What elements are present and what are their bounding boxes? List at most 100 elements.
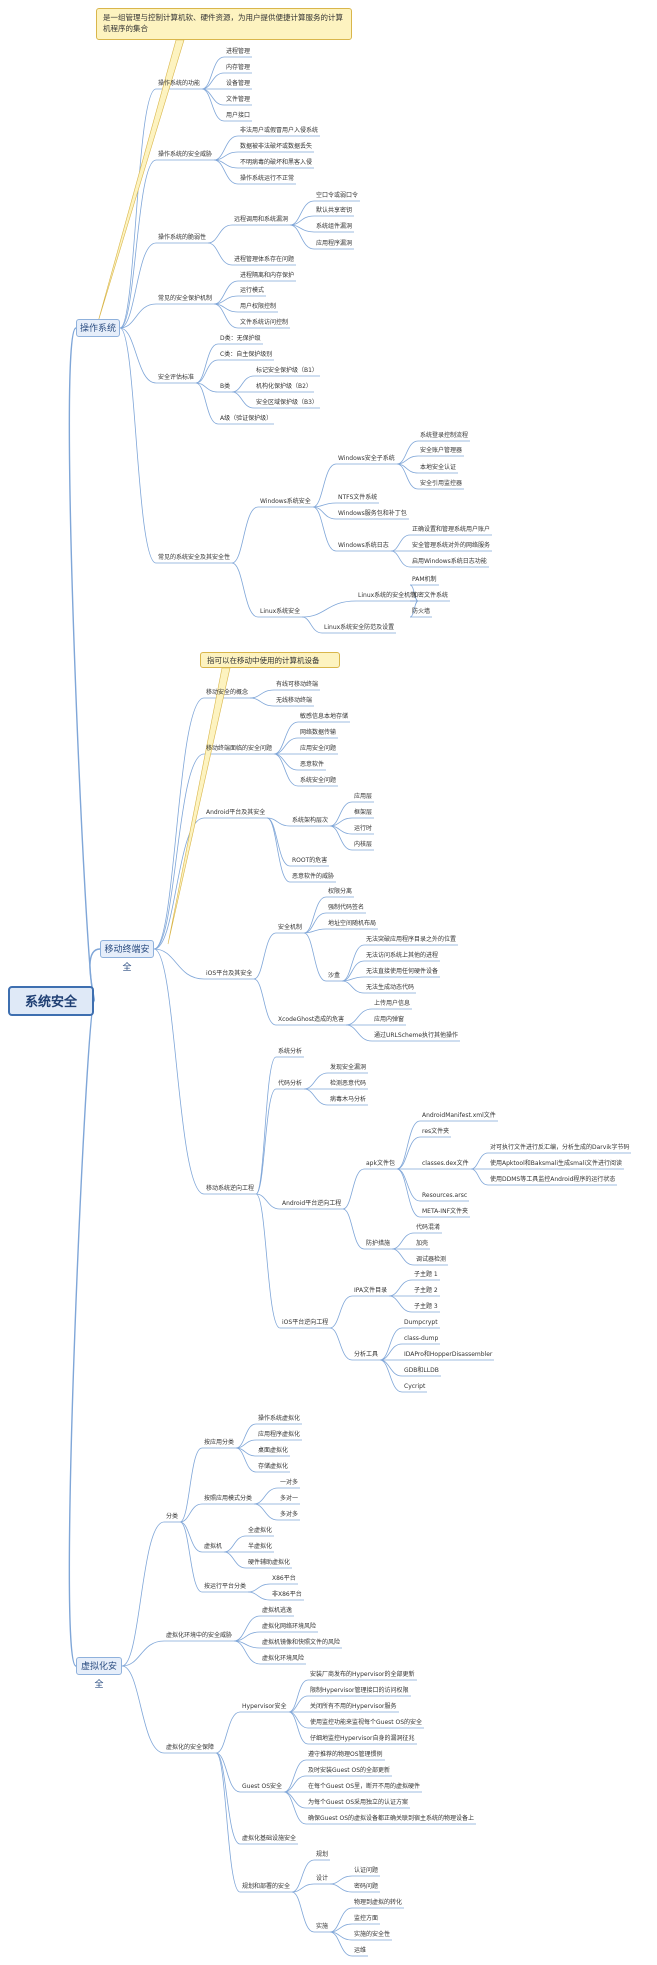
node-m19[interactable]: 安全机制 [278, 924, 303, 931]
node-m42[interactable]: classes.dex文件 [422, 1160, 469, 1167]
node-n12[interactable]: 操作系统的脆弱性 [158, 234, 207, 241]
node-m20[interactable]: 权限分离 [328, 888, 353, 895]
node-n14[interactable]: 空口令或弱口令 [316, 192, 359, 199]
node-v2[interactable]: 按应用分类 [204, 1439, 235, 1446]
main-node-mobile[interactable]: 移动终端安全 [100, 940, 154, 973]
node-m58[interactable]: Dumpcrypt [404, 1319, 438, 1326]
node-m38[interactable]: Android平台逆向工程 [282, 1200, 342, 1207]
node-m50[interactable]: 加壳 [416, 1240, 429, 1247]
node-n18[interactable]: 进程管理体系存在问题 [234, 256, 295, 263]
node-n2[interactable]: 进程管理 [226, 48, 251, 55]
node-v6[interactable]: 存储虚拟化 [258, 1463, 289, 1470]
node-v45[interactable]: 实施的安全性 [354, 1931, 391, 1938]
node-v11[interactable]: 虚拟机 [204, 1543, 223, 1550]
node-n31[interactable]: A级（验证保护级） [220, 415, 273, 422]
node-m10[interactable]: Android平台及其安全 [206, 809, 266, 816]
node-v17[interactable]: 非X86平台 [272, 1591, 302, 1598]
node-m13[interactable]: 框架层 [354, 809, 373, 816]
node-n19[interactable]: 常见的安全保护机制 [158, 295, 213, 302]
node-m55[interactable]: 子主题 2 [414, 1287, 438, 1294]
node-n25[interactable]: D类：无保护级 [220, 335, 261, 342]
node-n30[interactable]: 安全区域保护级（B3） [256, 399, 318, 406]
node-m51[interactable]: 调试器检测 [416, 1256, 447, 1263]
node-n3[interactable]: 内存管理 [226, 64, 251, 71]
node-m33[interactable]: 系统分析 [278, 1048, 303, 1055]
node-v43[interactable]: 物理到虚拟的转化 [354, 1899, 403, 1906]
node-m1[interactable]: 移动安全的概念 [206, 689, 249, 696]
node-v22[interactable]: 虚拟化环境风险 [262, 1655, 305, 1662]
node-n21[interactable]: 运行模式 [240, 287, 265, 294]
node-n7[interactable]: 操作系统的安全威胁 [158, 151, 213, 158]
node-m45[interactable]: 使用DDMS等工具监控Android程序的运行状态 [490, 1176, 616, 1183]
node-m61[interactable]: GDB和LLDB [404, 1367, 439, 1374]
node-n34[interactable]: Windows安全子系统 [338, 455, 395, 462]
node-m52[interactable]: iOS平台逆向工程 [282, 1319, 329, 1326]
node-v5[interactable]: 桌面虚拟化 [258, 1447, 289, 1454]
node-v35[interactable]: 确保Guest OS的虚拟设备都正确关联到宿主系统的物理设备上 [308, 1815, 475, 1822]
node-m21[interactable]: 强制代码签名 [328, 904, 365, 911]
node-n41[interactable]: Windows系统日志 [338, 542, 389, 549]
node-m11[interactable]: 系统架构层次 [292, 817, 329, 824]
node-v34[interactable]: 为每个Guest OS采用独立的认证方案 [308, 1799, 409, 1806]
node-v30[interactable]: Guest OS安全 [242, 1783, 283, 1790]
node-m24[interactable]: 无法突破应用程序目录之外的位置 [366, 936, 457, 943]
node-n44[interactable]: 启用Windows系统日志功能 [412, 558, 487, 565]
node-v36[interactable]: 虚拟化基础设施安全 [242, 1835, 297, 1842]
node-n40[interactable]: Windows服务包和补丁包 [338, 510, 407, 517]
node-n29[interactable]: 机构化保护级（B2） [256, 383, 312, 390]
node-m46[interactable]: Resources.arsc [422, 1192, 468, 1199]
root-node[interactable]: 系统安全 [8, 986, 94, 1016]
node-v18[interactable]: 虚拟化环境中的安全威胁 [166, 1632, 233, 1639]
node-n26[interactable]: C类：自主保护级别 [220, 351, 273, 358]
node-m6[interactable]: 网络数据传输 [300, 729, 337, 736]
node-m18[interactable]: iOS平台及其安全 [206, 970, 253, 977]
node-n20[interactable]: 进程隔离和内存保护 [240, 272, 295, 279]
node-n38[interactable]: 安全引用监控器 [420, 480, 463, 487]
node-m25[interactable]: 无法访问系统上其他的进程 [366, 952, 439, 959]
node-v37[interactable]: 规划和部署的安全 [242, 1883, 291, 1890]
node-v21[interactable]: 虚拟机镜像和快照文件的风险 [262, 1639, 341, 1646]
node-n24[interactable]: 安全评估标准 [158, 374, 195, 381]
node-v24[interactable]: Hypervisor安全 [242, 1703, 287, 1710]
node-v32[interactable]: 及时安装Guest OS的全部更新 [308, 1767, 391, 1774]
node-m37[interactable]: 病毒木马分析 [330, 1096, 367, 1103]
node-m14[interactable]: 运行时 [354, 825, 373, 832]
node-m56[interactable]: 子主题 3 [414, 1303, 438, 1310]
node-n43[interactable]: 安全管理系统对外的网络服务 [412, 542, 491, 549]
node-m35[interactable]: 发现安全漏洞 [330, 1064, 367, 1071]
node-v31[interactable]: 遵守推荐的物理OS管理惯例 [308, 1751, 383, 1758]
node-n10[interactable]: 不明病毒的破坏和黑客入侵 [240, 159, 313, 166]
node-m49[interactable]: 代码混淆 [416, 1224, 441, 1231]
node-m62[interactable]: Cycript [404, 1383, 426, 1390]
node-v8[interactable]: 一对多 [280, 1479, 299, 1486]
node-m7[interactable]: 应用安全问题 [300, 745, 337, 752]
node-n5[interactable]: 文件管理 [226, 96, 251, 103]
node-v27[interactable]: 关闭所有不用的Hypervisor服务 [310, 1703, 397, 1710]
node-n22[interactable]: 用户权限控制 [240, 303, 277, 310]
node-m9[interactable]: 系统安全问题 [300, 777, 337, 784]
node-v4[interactable]: 应用程序虚拟化 [258, 1431, 301, 1438]
node-v7[interactable]: 按照应用模式分类 [204, 1495, 253, 1502]
node-v28[interactable]: 使用监控功能来监视每个Guest OS的安全 [310, 1719, 423, 1726]
node-v10[interactable]: 多对多 [280, 1511, 299, 1518]
node-m4[interactable]: 移动终端面临的安全问题 [206, 745, 273, 752]
node-n37[interactable]: 本地安全认证 [420, 464, 457, 471]
node-m31[interactable]: 通过URLScheme执行其他操作 [374, 1032, 459, 1039]
node-m48[interactable]: 防护措施 [366, 1240, 391, 1247]
node-n32[interactable]: 常见的系统安全及其安全性 [158, 554, 231, 561]
node-v38[interactable]: 规划 [316, 1851, 329, 1858]
node-m29[interactable]: 上传用户信息 [374, 1000, 411, 1007]
node-n1[interactable]: 操作系统的功能 [158, 80, 201, 87]
node-n11[interactable]: 操作系统运行不正常 [240, 175, 295, 182]
node-v20[interactable]: 虚拟化网络环境风险 [262, 1623, 317, 1630]
node-m27[interactable]: 无法生成动态代码 [366, 984, 415, 991]
node-m15[interactable]: 内核层 [354, 841, 373, 848]
node-m22[interactable]: 地址空间随机布局 [328, 920, 377, 927]
main-node-os[interactable]: 操作系统 [76, 319, 120, 337]
node-m17[interactable]: 恶意软件的威胁 [292, 873, 335, 880]
node-m30[interactable]: 应用内弹窗 [374, 1016, 405, 1023]
node-n13[interactable]: 远程调用和系统漏洞 [234, 216, 289, 223]
node-v14[interactable]: 硬件辅助虚拟化 [248, 1559, 291, 1566]
node-m3[interactable]: 无线移动终端 [276, 697, 313, 704]
node-m60[interactable]: IDAPro和HopperDisassembler [404, 1351, 493, 1358]
